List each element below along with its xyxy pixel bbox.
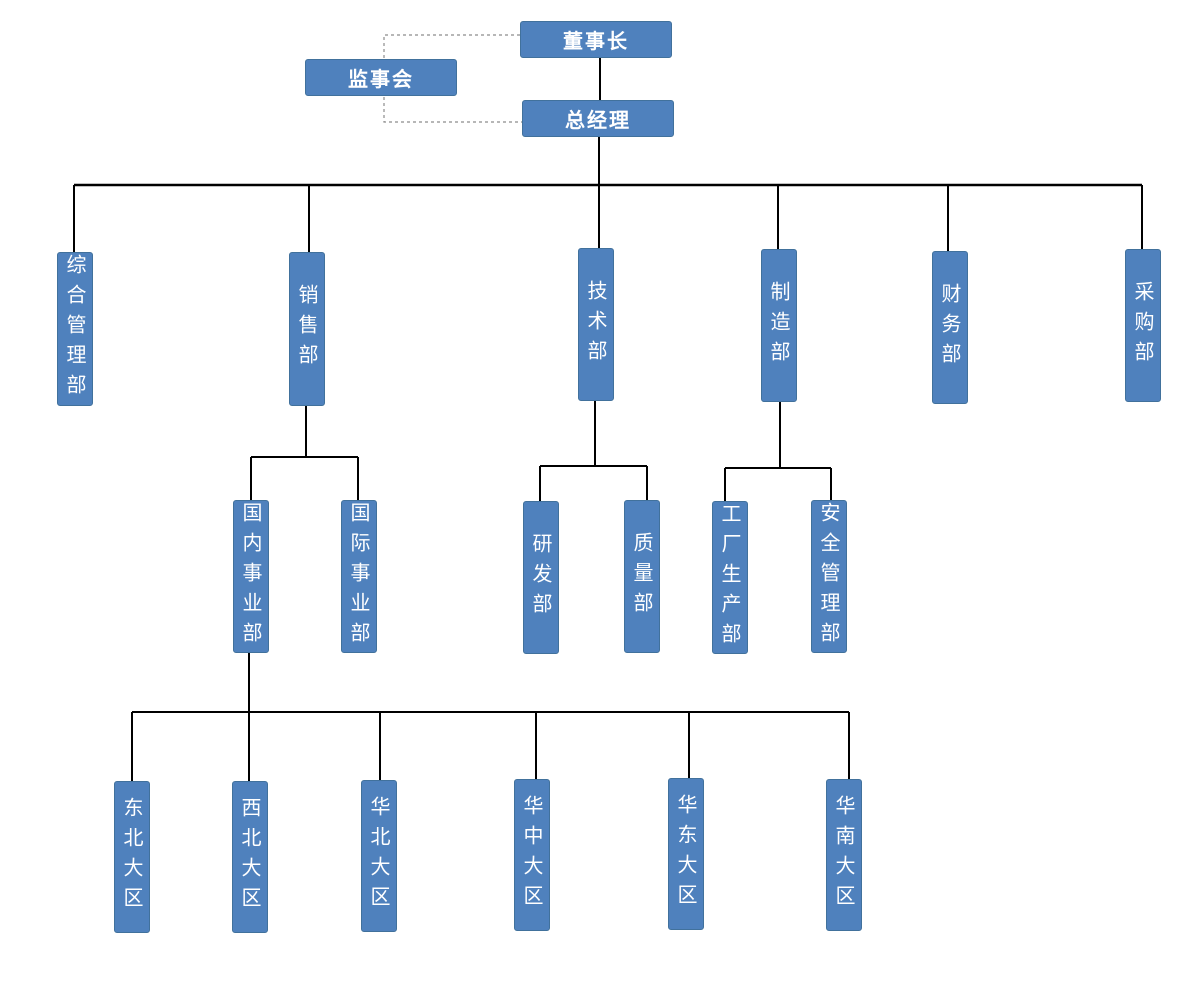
unit-factory-box: 工厂生产部 [712,501,748,654]
region-northwest-label: 西北大区 [238,797,262,917]
dept-sales-label: 销售部 [295,284,319,374]
dept-general-admin-label: 综合管理部 [63,254,87,404]
tech-sub-links [539,401,648,501]
chairman-box: 董事长 [520,21,672,58]
dept-finance-box: 财务部 [932,251,968,404]
region-central-box: 华中大区 [514,779,550,931]
supervisory-board-box: 监事会 [305,59,457,96]
unit-safety-box: 安全管理部 [811,500,847,653]
supervisory-board-label: 监事会 [348,67,414,91]
dept-manufacturing-box: 制造部 [761,249,797,402]
chairman-label: 董事长 [563,29,629,53]
unit-international-label: 国际事业部 [347,501,371,652]
dept-procurement-box: 采购部 [1125,249,1161,402]
region-northwest-box: 西北大区 [232,781,268,933]
dept-technology-box: 技术部 [578,248,614,401]
region-northeast-label: 东北大区 [120,797,144,917]
region-north-label: 华北大区 [367,796,391,916]
region-central-label: 华中大区 [520,795,544,915]
unit-quality-label: 质量部 [630,531,654,622]
unit-rnd-label: 研发部 [529,532,553,623]
region-links [131,652,850,781]
unit-safety-label: 安全管理部 [817,501,841,652]
unit-quality-box: 质量部 [624,500,660,653]
unit-domestic-box: 国内事业部 [233,500,269,653]
region-south-label: 华南大区 [832,795,856,915]
unit-domestic-label: 国内事业部 [239,501,263,652]
mfg-sub-links [724,401,832,501]
dept-general-admin-box: 综合管理部 [57,252,93,406]
unit-international-box: 国际事业部 [341,500,377,653]
region-south-box: 华南大区 [826,779,862,931]
general-manager-label: 总经理 [565,108,631,132]
region-northeast-box: 东北大区 [114,781,150,933]
dept-finance-label: 财务部 [938,282,962,373]
dept-technology-label: 技术部 [584,279,608,370]
sales-sub-links [250,405,359,500]
region-north-box: 华北大区 [361,780,397,932]
region-east-box: 华东大区 [668,778,704,930]
general-manager-box: 总经理 [522,100,674,137]
region-east-label: 华东大区 [674,794,698,914]
unit-factory-label: 工厂生产部 [718,502,742,653]
dept-manufacturing-label: 制造部 [767,280,791,371]
unit-rnd-box: 研发部 [523,501,559,654]
supervisory-dashed-link [383,34,522,123]
dept-procurement-label: 采购部 [1131,280,1155,371]
dept-sales-box: 销售部 [289,252,325,406]
